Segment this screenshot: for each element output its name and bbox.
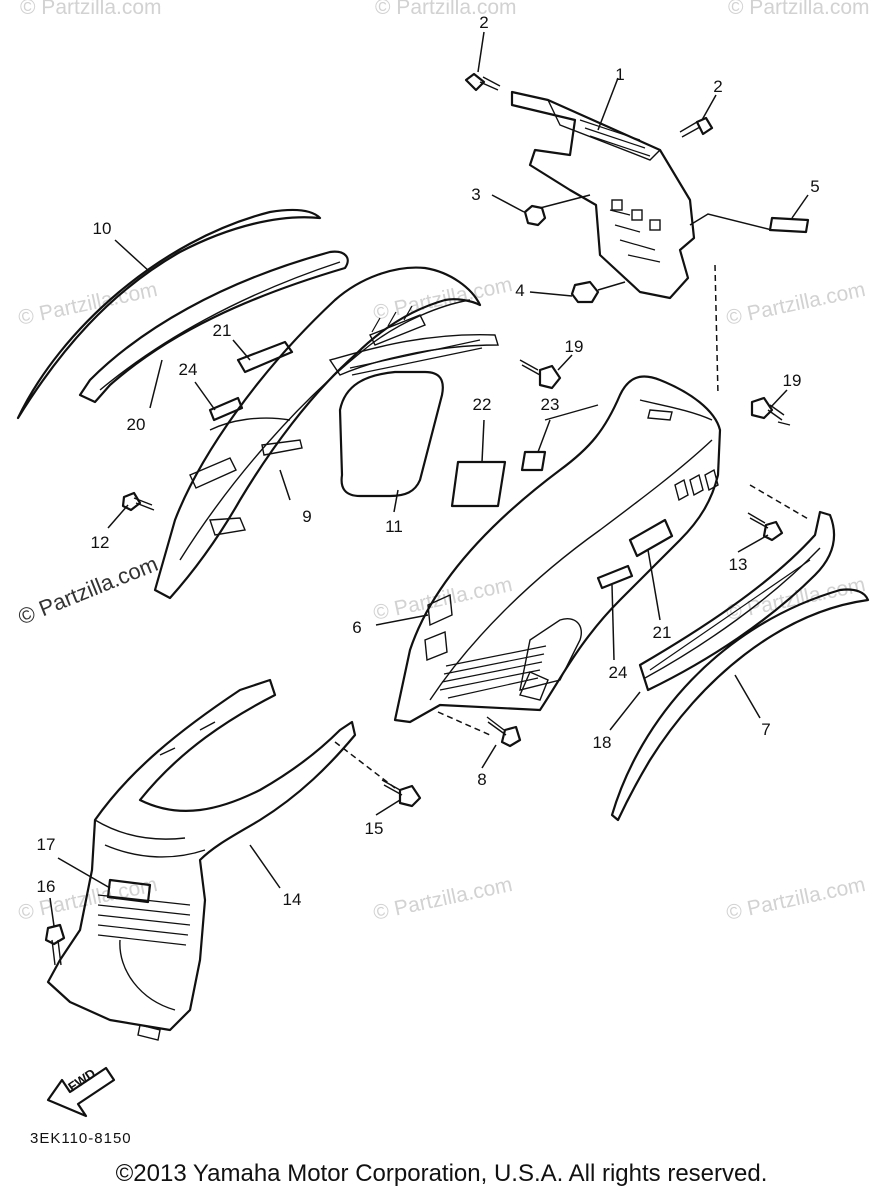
watermark: © Partzilla.com — [724, 873, 867, 925]
part-7-trim — [610, 588, 870, 822]
part-21-emblem-right — [628, 518, 674, 558]
callout-2: 2 — [713, 77, 722, 96]
callout-15: 15 — [365, 819, 384, 838]
watermark: © Partzilla.com — [724, 278, 867, 330]
callout-24: 24 — [179, 360, 198, 379]
part-21-emblem-left — [236, 340, 294, 374]
part-23-sticker — [520, 450, 547, 472]
part-16-screw — [44, 923, 66, 966]
callout-20: 20 — [127, 415, 146, 434]
watermark: © Partzilla.com — [728, 0, 870, 19]
part-18-strip — [638, 510, 835, 692]
callout-7: 7 — [761, 720, 770, 739]
callout-2: 2 — [479, 13, 488, 32]
callout-3: 3 — [471, 185, 480, 204]
callout-18: 18 — [593, 733, 612, 752]
callout-8: 8 — [477, 770, 486, 789]
watermark: © Partzilla.com — [724, 573, 867, 625]
part-15-screw — [381, 779, 422, 808]
leader-lines — [49, 31, 809, 927]
part-10-trim — [16, 208, 322, 420]
part-20-molding — [78, 250, 349, 404]
callout-23: 23 — [541, 395, 560, 414]
callout-4: 4 — [515, 281, 524, 300]
watermarks: © Partzilla.com © Partzilla.com © Partzi… — [15, 0, 870, 925]
callout-19: 19 — [565, 337, 584, 356]
fwd-label: FWD — [65, 1065, 98, 1094]
part-6-right-cover — [393, 375, 722, 724]
part-5-tag — [768, 216, 810, 234]
part-3-4-nuts — [523, 204, 600, 304]
part-19-bolts — [519, 359, 785, 421]
callout-13: 13 — [729, 555, 748, 574]
callout-16: 16 — [37, 877, 56, 896]
callout-9: 9 — [302, 507, 311, 526]
callout-17: 17 — [37, 835, 56, 854]
callout-1: 1 — [615, 65, 624, 84]
callout-5: 5 — [810, 177, 819, 196]
fwd-arrow: FWD — [46, 1065, 116, 1118]
callout-22: 22 — [473, 395, 492, 414]
callout-11: 11 — [385, 517, 403, 536]
watermark: © Partzilla.com — [371, 873, 514, 925]
callout-21: 21 — [213, 321, 232, 340]
callout-14: 14 — [283, 890, 302, 909]
callout-10: 10 — [93, 219, 112, 238]
part-8-12-13-screws — [121, 491, 784, 748]
callouts: 1 2 2 3 4 5 10 21 24 19 19 20 22 23 12 9… — [37, 13, 820, 909]
part-17-emblem — [106, 878, 152, 904]
watermark: © Partzilla.com — [375, 0, 517, 19]
callout-21: 21 — [653, 623, 672, 642]
copyright-notice: ©2013 Yamaha Motor Corporation, U.S.A. A… — [115, 1160, 768, 1187]
callout-6: 6 — [352, 618, 361, 637]
part-9-left-cover — [153, 266, 499, 600]
callout-12: 12 — [91, 533, 110, 552]
part-22-sticker — [450, 460, 507, 508]
watermark: © Partzilla.com — [20, 0, 162, 19]
callout-24: 24 — [609, 663, 628, 682]
assembly-lines — [334, 264, 811, 789]
part-24-sticker-right — [596, 564, 634, 590]
diagram-code: 3EK110-8150 — [30, 1130, 132, 1147]
part-11-panel — [338, 370, 444, 498]
watermark-prominent: © Partzilla.com — [15, 551, 162, 630]
part-1-bracket — [510, 90, 696, 300]
callout-19: 19 — [783, 371, 802, 390]
part-24-sticker-left — [208, 396, 244, 422]
part-2-bolts — [464, 72, 714, 138]
part-14-front-cover — [46, 678, 357, 1041]
